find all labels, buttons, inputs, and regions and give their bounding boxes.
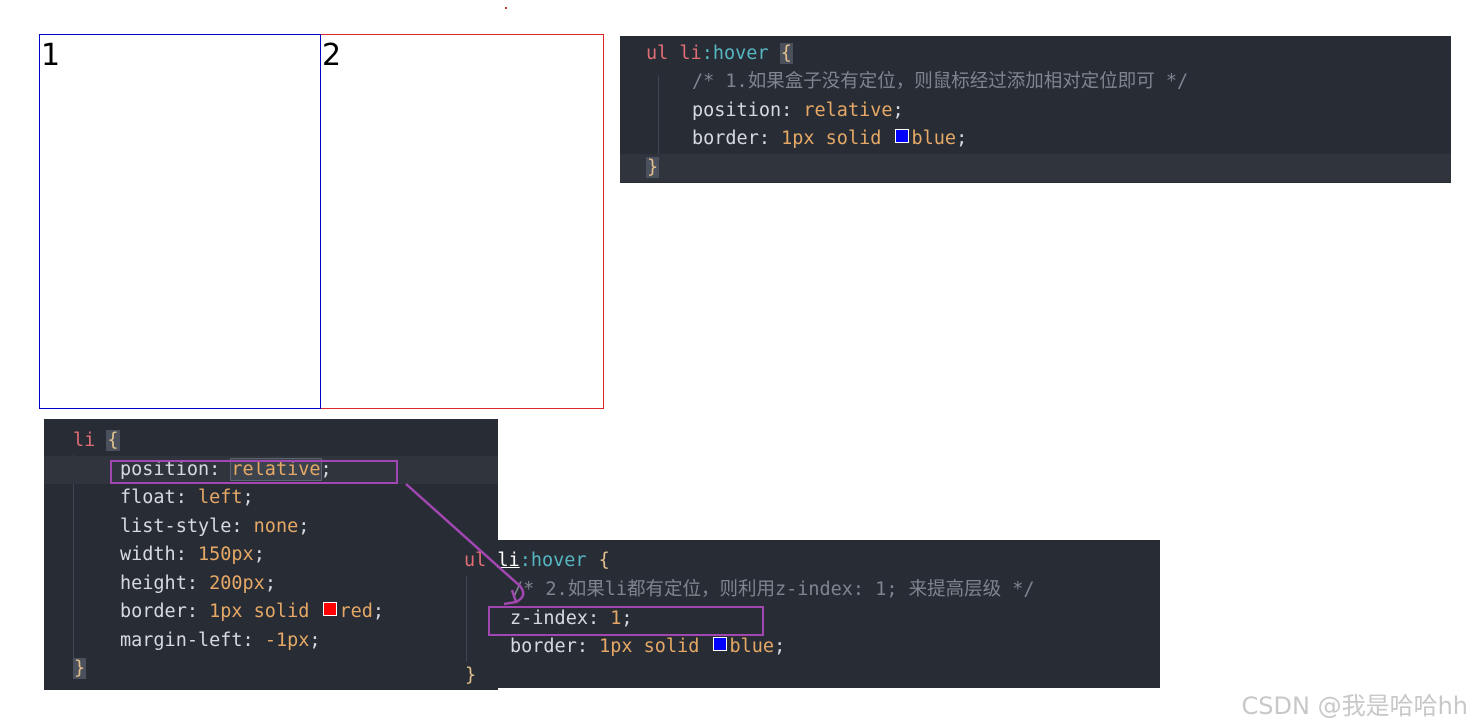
code-panel-left: li { position: relative; float: left; li… xyxy=(44,419,498,690)
demo-box-1-label: 1 xyxy=(41,38,61,73)
code-line-float: float: left; xyxy=(120,487,254,508)
stray-dot xyxy=(505,7,507,9)
color-swatch-red[interactable] xyxy=(322,602,337,616)
code-line-list-style: list-style: none; xyxy=(120,516,310,537)
code-line-close: } xyxy=(73,658,87,679)
demo-box-2[interactable]: 2 xyxy=(321,34,604,409)
highlight-box-position xyxy=(110,460,398,484)
code-line-height: height: 200px; xyxy=(120,573,276,594)
code-line-comment: /* 1.如果盒子没有定位，则鼠标经过添加相对定位即可 */ xyxy=(692,71,1189,92)
code-line-margin-left: margin-left: -1px; xyxy=(120,630,321,651)
code-line-border: border: 1px solid blue; xyxy=(692,128,968,149)
demo-box-2-label: 2 xyxy=(322,38,342,73)
code-line-comment: /* 2.如果li都有定位，则利用z-index: 1; 来提高层级 */ xyxy=(512,579,1035,600)
code-panel-right-overflow: ul li:hover { } xyxy=(464,547,610,686)
code-panel-top: ul li:hover { /* 1.如果盒子没有定位，则鼠标经过添加相对定位即… xyxy=(620,36,1451,183)
code-panel-right: /* 2.如果li都有定位，则利用z-index: 1; 来提高层级 */ z-… xyxy=(466,540,1160,688)
color-swatch-blue[interactable] xyxy=(712,637,727,651)
code-line-position: position: relative; xyxy=(120,458,332,481)
watermark: CSDN @我是哈哈hh xyxy=(1241,692,1468,720)
code-line-border: border: 1px solid red; xyxy=(120,601,385,622)
code-line-selector: ul li:hover { xyxy=(464,550,610,571)
code-line-selector: li { xyxy=(73,430,120,451)
indent-guide xyxy=(73,455,74,663)
current-line-highlight xyxy=(620,154,1451,182)
highlight-box-zindex xyxy=(488,606,764,636)
code-line-close: } xyxy=(646,157,660,178)
indent-guide xyxy=(658,76,659,154)
code-line-width: width: 150px; xyxy=(120,544,265,565)
indent-guide xyxy=(466,576,467,662)
code-line-selector: ul li:hover { xyxy=(646,43,793,64)
demo-box-1[interactable]: 1 xyxy=(39,34,321,409)
code-line-border: border: 1px solid blue; xyxy=(510,636,786,657)
color-swatch-blue[interactable] xyxy=(894,129,909,143)
code-line-position: position: relative; xyxy=(692,100,904,121)
code-line-zindex: z-index: 1; xyxy=(510,608,633,629)
code-line-close: } xyxy=(465,665,477,686)
